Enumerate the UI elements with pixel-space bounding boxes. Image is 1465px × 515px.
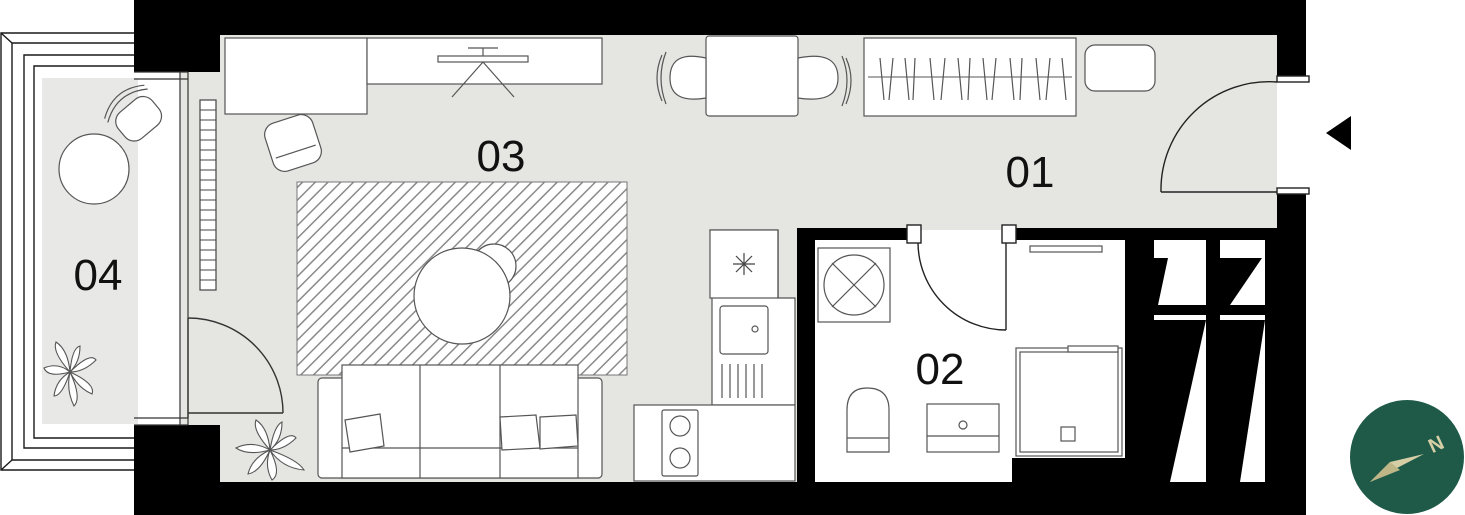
desk-chair	[264, 114, 322, 172]
radiator	[199, 99, 217, 291]
plant-room	[234, 419, 306, 481]
room-label-03: 03	[477, 132, 526, 181]
room-02-furniture	[817, 224, 1123, 457]
desk	[224, 37, 368, 115]
hangers	[879, 57, 1067, 101]
room-label-01: 01	[1006, 148, 1055, 197]
balcony-table	[58, 133, 130, 205]
balcony-frame	[0, 32, 134, 471]
coffee-table	[413, 243, 517, 345]
bathroom-sink	[926, 403, 1000, 453]
dining-table	[705, 35, 799, 117]
room-label-04: 04	[74, 251, 123, 300]
bathroom-door	[906, 224, 1017, 331]
shower	[1015, 345, 1123, 457]
tv	[437, 47, 529, 98]
balcony-chair	[104, 84, 163, 142]
room-labels: 03 01 04 02	[74, 132, 1055, 394]
balcony-furniture	[43, 84, 163, 407]
balcony-door	[187, 317, 284, 418]
dining-chair-left	[656, 51, 707, 105]
fridge-snowflake-icon	[733, 253, 755, 275]
dining-chair-right	[797, 55, 852, 107]
towel-rail	[1029, 245, 1103, 253]
toilet	[846, 387, 890, 453]
room-03-furniture	[224, 35, 852, 482]
entrance-arrow-icon	[1326, 116, 1351, 150]
compass-needle-shade	[1370, 462, 1400, 482]
stove-cabinet	[633, 404, 796, 482]
compass-circle	[1350, 400, 1464, 514]
compass: N	[1350, 400, 1464, 514]
entrance-door	[1160, 75, 1310, 195]
storage-closets	[1154, 240, 1265, 482]
walls	[134, 0, 1306, 515]
kitchen-sink	[719, 305, 769, 355]
sofa	[317, 364, 603, 479]
room-label-02: 02	[916, 345, 965, 394]
washing-machine	[817, 247, 891, 323]
plant-balcony	[43, 341, 97, 407]
entrance-bench	[1084, 44, 1156, 92]
room-01-furniture	[863, 37, 1351, 195]
